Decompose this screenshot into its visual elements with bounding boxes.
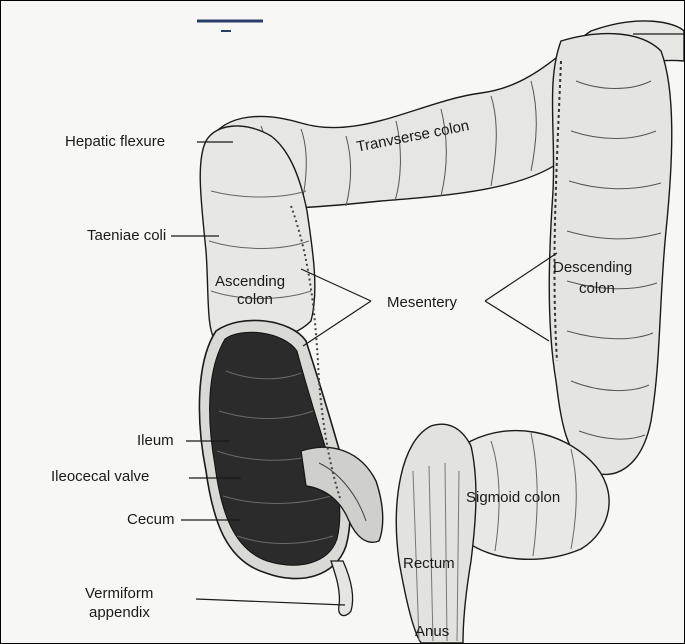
label-cecum: Cecum — [127, 511, 175, 528]
label-taeniae-coli: Taeniae coli — [87, 227, 166, 244]
leader-mesentery-right-1 — [485, 253, 557, 301]
descending-colon-shape — [549, 34, 672, 475]
label-sigmoid-colon: Sigmoid colon — [466, 489, 560, 506]
label-rectum: Rectum — [403, 555, 455, 572]
label-ascending-colon-line1: Ascending — [215, 273, 285, 290]
leader-mesentery-right-2 — [485, 301, 549, 341]
label-anus: Anus — [415, 623, 449, 640]
label-descending-colon-line2: colon — [579, 280, 615, 297]
label-descending-colon-line1: Descending — [553, 259, 632, 276]
label-mesentery: Mesentery — [387, 294, 457, 311]
appendix-shape — [331, 561, 353, 616]
label-vermiform-appendix-line2: appendix — [89, 604, 150, 621]
rectum-shape — [396, 424, 476, 643]
label-vermiform-appendix-line1: Vermiform — [85, 585, 153, 602]
label-ileocecal-valve: Ileocecal valve — [51, 468, 149, 485]
label-ileum: Ileum — [137, 432, 174, 449]
label-hepatic-flexure: Hepatic flexure — [65, 133, 165, 150]
label-ascending-colon-line2: colon — [237, 291, 273, 308]
leader-appendix — [196, 599, 345, 605]
